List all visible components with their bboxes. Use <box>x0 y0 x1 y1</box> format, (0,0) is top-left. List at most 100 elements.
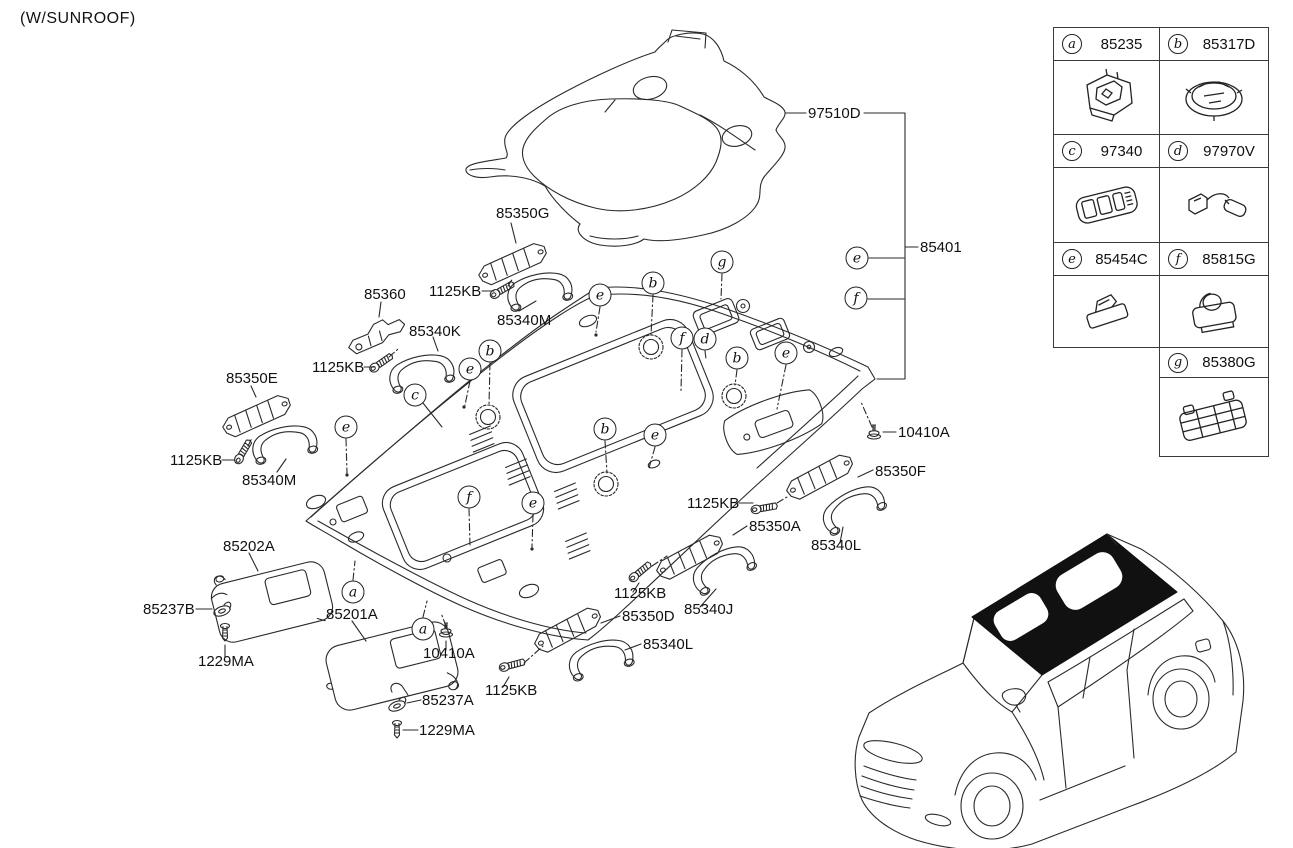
legend-letter-g: g <box>1168 352 1188 373</box>
screw-1125KB-drawing-5 <box>626 559 654 585</box>
legend-letter-f: f <box>1168 249 1188 269</box>
sunvisor-85201A-drawing <box>325 621 460 711</box>
console-switch-panel-icon <box>1054 168 1159 242</box>
callout-e-6: e <box>774 341 798 365</box>
legend-cell-f: f 85815G <box>1159 242 1269 348</box>
part-label-1229MA-17: 1229MA <box>419 722 475 739</box>
callout-a-18: a <box>411 617 435 641</box>
handle-bracket-85350A-drawing <box>651 531 728 584</box>
callout-f-15: f <box>457 485 481 509</box>
part-label-85350A-24: 85350A <box>749 518 801 535</box>
part-label-85201A-14: 85201A <box>326 606 378 623</box>
screw-1229MA-drawing-1 <box>219 622 231 642</box>
legend-header-e: e 85454C <box>1054 243 1159 276</box>
visor-mount-bracket-icon <box>1054 61 1159 134</box>
part-label-85237A-16: 85237A <box>422 692 474 709</box>
legend-header-c: c 97340 <box>1054 135 1159 168</box>
clip-screw-10410A-drawing-2 <box>866 424 882 440</box>
legend-cell-e: e 85454C <box>1053 242 1160 348</box>
part-label-1229MA-13: 1229MA <box>198 653 254 670</box>
handle-bracket-85350F-drawing <box>781 451 858 504</box>
part-label-97510D-0: 97510D <box>808 105 861 122</box>
headliner-85401-drawing <box>305 286 876 641</box>
callout-lines <box>247 273 873 664</box>
part-label-85401-1: 85401 <box>920 239 962 256</box>
part-label-85350G-2: 85350G <box>496 205 550 222</box>
wiring-protector-97510D-drawing <box>465 29 786 247</box>
part-label-85340M-4: 85340M <box>497 312 552 329</box>
legend-cell-a: a 85235 <box>1053 27 1160 135</box>
clip-screw-10410A-drawing-1 <box>438 622 454 638</box>
legend-part-97970V: 97970V <box>1203 142 1255 160</box>
callout-b-1: b <box>641 271 665 295</box>
callout-d-4: d <box>693 327 717 351</box>
part-label-10410A-15: 10410A <box>423 645 475 662</box>
screw-1229MA-drawing-2 <box>391 719 403 739</box>
handle-bracket-85350G-drawing <box>474 240 551 289</box>
legend-part-85815G: 85815G <box>1202 250 1256 268</box>
assist-handle-85340M-left-drawing <box>248 420 320 466</box>
clip-85237A-drawing <box>386 682 409 714</box>
screw-1125KB-drawing-6 <box>749 500 779 515</box>
callout-g-2: g <box>710 250 734 274</box>
callout-e-0: e <box>588 283 612 307</box>
legend-cell-c: c 97340 <box>1053 134 1160 243</box>
variant-note: (W/SUNROOF) <box>20 10 136 27</box>
lamp-wiring-icon <box>1160 168 1268 242</box>
legend-header-b: b 85317D <box>1160 28 1268 61</box>
part-label-85340M-10: 85340M <box>242 472 297 489</box>
leader-lines <box>195 112 919 731</box>
legend-part-85317D: 85317D <box>1202 35 1256 53</box>
legend-cell-d: d 97970V <box>1159 134 1269 243</box>
part-label-85340J-22: 85340J <box>684 601 734 618</box>
part-label-85350D-20: 85350D <box>622 608 675 625</box>
vehicle-illustration <box>854 533 1245 848</box>
legend-letter-a: a <box>1062 34 1082 54</box>
dome-lamp-base-icon <box>1160 61 1268 134</box>
part-label-1125KB-18: 1125KB <box>485 682 538 699</box>
part-label-1125KB-7: 1125KB <box>312 359 365 376</box>
part-label-10410A-27: 10410A <box>898 424 950 441</box>
callout-e-16: e <box>521 491 545 515</box>
legend-header-d: d 97970V <box>1160 135 1268 168</box>
callout-e-14: e <box>643 423 667 447</box>
legend-letter-d: d <box>1168 141 1188 161</box>
part-label-1125KB-9: 1125KB <box>170 452 223 469</box>
retainer-85360-drawing <box>348 319 406 355</box>
callout-e-10: e <box>458 357 482 381</box>
legend-part-85380G: 85380G <box>1202 354 1256 371</box>
legend-letter-e: e <box>1062 249 1082 269</box>
part-label-85350E-8: 85350E <box>226 370 278 387</box>
part-label-85340L-25: 85340L <box>811 537 862 554</box>
part-label-85350F-26: 85350F <box>875 463 926 480</box>
legend-header-f: f 85815G <box>1160 243 1268 276</box>
callout-b-5: b <box>725 346 749 370</box>
part-label-85237B-12: 85237B <box>143 601 195 618</box>
legend-part-85454C: 85454C <box>1095 250 1148 268</box>
legend-header-g: g 85380G <box>1160 348 1268 378</box>
part-label-1125KB-23: 1125KB <box>687 495 740 512</box>
callout-e-12: e <box>334 415 358 439</box>
assist-handle-85340L-rear-drawing <box>815 478 890 538</box>
callout-e-7: e <box>845 246 869 270</box>
callout-b-13: b <box>593 417 617 441</box>
callout-c-11: c <box>403 383 427 407</box>
handle-bracket-85350D-drawing <box>529 604 606 657</box>
legend-cell-b: b 85317D <box>1159 27 1269 135</box>
legend-part-85235: 85235 <box>1100 35 1143 53</box>
speaker-grille-openings <box>475 334 747 497</box>
legend-letter-c: c <box>1062 141 1082 161</box>
part-label-1125KB-3: 1125KB <box>429 283 482 300</box>
legend-part-97340: 97340 <box>1100 142 1143 160</box>
callout-b-9: b <box>478 339 502 363</box>
roof-grille-pad-icon <box>1160 378 1268 456</box>
sunvisor-85202A-drawing <box>210 561 334 643</box>
legend-header-a: a 85235 <box>1054 28 1159 61</box>
legend-cell-g: g 85380G <box>1159 347 1269 457</box>
part-label-85360-5: 85360 <box>364 286 406 303</box>
legend-letter-b: b <box>1168 34 1188 54</box>
clip-85237B-drawing <box>211 600 234 619</box>
screw-1125KB-drawing-4 <box>497 656 527 673</box>
